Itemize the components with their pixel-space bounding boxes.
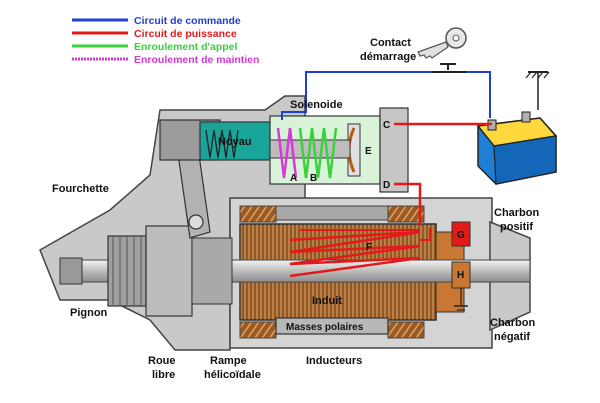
pignon-label: Pignon <box>70 307 108 319</box>
charbon-positif-label-line1: Charbon <box>494 207 540 219</box>
legend: Circuit de commande Circuit de puissance… <box>72 15 259 66</box>
command-wire-right <box>466 71 491 118</box>
charbon-negatif-label-line2: négatif <box>494 331 530 343</box>
fourchette-label: Fourchette <box>52 183 109 195</box>
point-B: B <box>310 173 317 184</box>
inducteurs-label: Inducteurs <box>306 355 362 367</box>
point-G: G <box>457 230 465 241</box>
switch-icon <box>432 63 466 73</box>
charbon-positif-brush <box>451 221 471 247</box>
power-wire-motor <box>394 182 422 226</box>
point-D: D <box>383 180 390 191</box>
command-wire-left <box>281 71 432 120</box>
point-H: H <box>457 270 464 281</box>
legend-label-hold: Enroulement de maintien <box>134 54 259 66</box>
ground-icon <box>525 71 550 110</box>
spring-icon <box>205 129 239 159</box>
roue-libre <box>145 225 193 317</box>
pole-shoes <box>275 317 389 335</box>
induit-label: Induit <box>312 295 342 307</box>
charbon-positif-label-line2: positif <box>500 221 533 233</box>
battery-icon <box>476 111 558 185</box>
masses-polaires-label: Masses polaires <box>286 322 364 333</box>
key-icon <box>417 27 467 59</box>
roue-label-line2: libre <box>152 369 175 381</box>
rampe-helicoidale <box>191 237 233 305</box>
legend-label-power: Circuit de puissance <box>134 28 237 40</box>
solenoide-label: Solenoide <box>290 99 343 111</box>
point-C: C <box>383 120 390 131</box>
legend-label-command: Circuit de commande <box>134 15 241 27</box>
point-A: A <box>290 173 297 184</box>
noyau-label: Noyau <box>218 136 252 148</box>
solenoid <box>159 107 409 193</box>
ground-symbol-icon <box>454 288 468 311</box>
field-winding-F <box>289 230 421 278</box>
charbon-negatif-label-line1: Charbon <box>490 317 536 329</box>
legend-label-pull-in: Enroulement d'appel <box>134 41 238 53</box>
roue-label-line1: Roue <box>148 355 176 367</box>
point-E: E <box>365 146 372 157</box>
pull-in-winding <box>298 127 338 179</box>
point-F: F <box>366 242 372 253</box>
contact-label-line1: Contact <box>370 37 411 49</box>
contact-label-line2: démarrage <box>360 51 416 63</box>
rampe-label-line1: Rampe <box>210 355 247 367</box>
pinion-gear <box>107 235 147 307</box>
field-coils <box>239 205 425 339</box>
hold-winding <box>276 127 298 179</box>
rampe-label-line2: hélicoïdale <box>204 369 261 381</box>
power-wire-brush <box>420 228 431 241</box>
